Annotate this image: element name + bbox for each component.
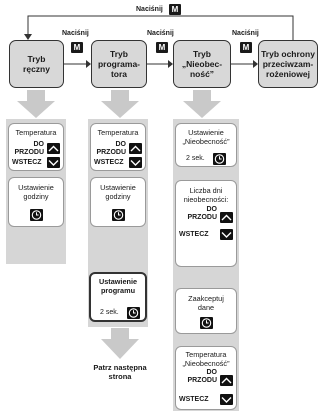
down-arrow-icon[interactable]	[47, 157, 60, 168]
program-time-title: Ustawienie godziny	[100, 183, 136, 201]
up-arrow-icon[interactable]	[129, 143, 142, 154]
program-setting-card[interactable]: Ustawienie programu 2 sek.	[89, 272, 147, 322]
program-time-card[interactable]: Ustawienie godziny	[90, 177, 146, 227]
program-setting-title: Ustawienie programu	[98, 277, 138, 295]
absence-setting-title: Ustawienie „Nieobecność”	[182, 128, 230, 146]
mode-absence[interactable]: Tryb„Nieobec-ność”	[173, 40, 231, 88]
absence-setting-card[interactable]: Ustawienie „Nieobecność” 2 sek.	[175, 123, 237, 167]
absence-forward-label: DO PRZODU	[187, 206, 217, 221]
program-back-label: WSTECZ	[94, 159, 124, 166]
clock-icon[interactable]	[127, 307, 140, 319]
down-arrow-icon[interactable]	[220, 394, 233, 405]
clock-icon[interactable]	[112, 209, 125, 221]
m-key-icon-3: M	[240, 42, 252, 53]
down-arrow-icon[interactable]	[129, 157, 142, 168]
absence-back-label: WSTECZ	[179, 231, 209, 238]
up-arrow-icon[interactable]	[220, 212, 233, 223]
manual-temperature-card[interactable]: Temperatura DO PRZODU WSTECZ	[8, 123, 64, 171]
absence-temp-title: Temperatura „Nieobecność”	[182, 350, 230, 368]
absence-days-card[interactable]: Liczba dni nieobecności: DO PRZODU WSTEC…	[175, 180, 237, 267]
program-temp-title: Temperatura	[97, 128, 139, 137]
manual-temp-title: Temperatura	[15, 128, 57, 137]
manual-back-label: WSTECZ	[12, 159, 42, 166]
manual-forward-label: DO PRZODU	[14, 141, 44, 156]
press-label-3: Naciśnij	[232, 30, 259, 37]
absence-days-title: Liczba dni nieobecności:	[183, 186, 229, 204]
next-page-label: Patrz następna strona	[93, 363, 147, 381]
up-arrow-icon[interactable]	[47, 143, 60, 154]
clock-icon[interactable]	[213, 153, 226, 165]
top-m-key-icon: M	[169, 4, 181, 15]
absence-setting-time: 2 sek.	[186, 155, 205, 162]
clock-icon[interactable]	[200, 317, 213, 329]
program-forward-label: DO PRZODU	[96, 141, 126, 156]
absence-accept-title: Zaakceptuj dane	[188, 294, 224, 312]
press-label-2: Naciśnij	[147, 30, 174, 37]
up-arrow-icon[interactable]	[220, 375, 233, 386]
program-temperature-card[interactable]: Temperatura DO PRZODU WSTECZ	[90, 123, 146, 171]
absence-temp-forward-label: DO PRZODU	[187, 369, 217, 384]
manual-time-title: Ustawienie godziny	[18, 183, 54, 201]
absence-temp-back-label: WSTECZ	[179, 396, 209, 403]
down-arrows	[17, 90, 221, 118]
press-label-1: Naciśnij	[62, 30, 89, 37]
absence-temperature-card[interactable]: Temperatura „Nieobecność” DO PRZODU WSTE…	[175, 346, 237, 410]
m-key-icon-2: M	[156, 42, 168, 53]
next-page-arrow	[101, 328, 139, 359]
return-loop-arrow	[24, 15, 294, 40]
program-setting-time: 2 sek.	[100, 309, 119, 316]
clock-icon[interactable]	[30, 209, 43, 221]
down-arrow-icon[interactable]	[220, 229, 233, 240]
manual-time-card[interactable]: Ustawienie godziny	[8, 177, 64, 227]
mode-arrows	[64, 60, 258, 68]
top-press-label: Naciśnij	[136, 6, 163, 13]
m-key-icon-1: M	[71, 42, 83, 53]
absence-accept-card[interactable]: Zaakceptuj dane	[175, 288, 237, 334]
